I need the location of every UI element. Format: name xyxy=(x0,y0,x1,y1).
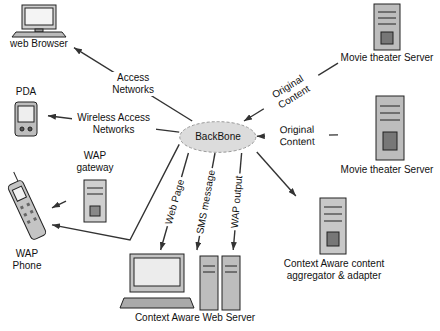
web-browser-node: web Browser xyxy=(4,2,74,50)
web-server-computers xyxy=(120,254,240,310)
node-label: WAP Phone xyxy=(2,248,52,272)
connector-label: SMS message xyxy=(194,166,218,236)
aggregator-server-tower xyxy=(320,198,346,254)
connector-arrow xyxy=(52,201,66,208)
pda-node: PDA xyxy=(4,86,48,140)
server-node: Movie theater Server xyxy=(338,92,436,176)
node-label: Movie theater Server xyxy=(338,164,436,176)
node-label: Movie theater Server xyxy=(338,52,436,64)
aggregator-node: Context Aware content aggregator & adapt… xyxy=(282,196,386,282)
connector-label: WAP output xyxy=(229,173,246,231)
web-server-node: Context Aware Web Server xyxy=(110,250,280,324)
connector-arrow xyxy=(74,48,192,121)
movie-server-tower xyxy=(376,96,404,160)
wap-phone-handset xyxy=(3,170,47,240)
node-label: WAP gateway xyxy=(66,150,124,176)
connector-arrow xyxy=(257,152,296,196)
connector-label: Web Page xyxy=(162,176,187,228)
connector-label: Access Networks xyxy=(100,72,166,96)
connector-label: Original Content xyxy=(257,65,324,119)
node-label: Context Aware Web Server xyxy=(110,312,280,324)
web-browser-pc xyxy=(12,5,66,37)
node-label: BackBone xyxy=(195,131,241,143)
movie-server-tower xyxy=(374,4,400,50)
connector-arrow xyxy=(161,153,189,250)
node-label: Context Aware content aggregator & adapt… xyxy=(282,258,386,282)
backbone-cloud: BackBone xyxy=(179,121,257,153)
connector-arrow xyxy=(244,63,338,121)
wap-gateway-node: WAP gateway xyxy=(66,150,124,224)
pda-device xyxy=(15,102,37,136)
connector-label: Wireless Access Networks xyxy=(72,112,156,136)
connector-label: Original Content xyxy=(265,123,329,148)
wap-phone-node: WAP Phone xyxy=(2,168,52,272)
wap-gateway-server xyxy=(84,180,106,222)
node-label: web Browser xyxy=(4,38,74,50)
connector-arrow xyxy=(52,144,179,240)
server-node: Movie theater Server xyxy=(338,2,436,64)
node-label: PDA xyxy=(4,86,48,100)
